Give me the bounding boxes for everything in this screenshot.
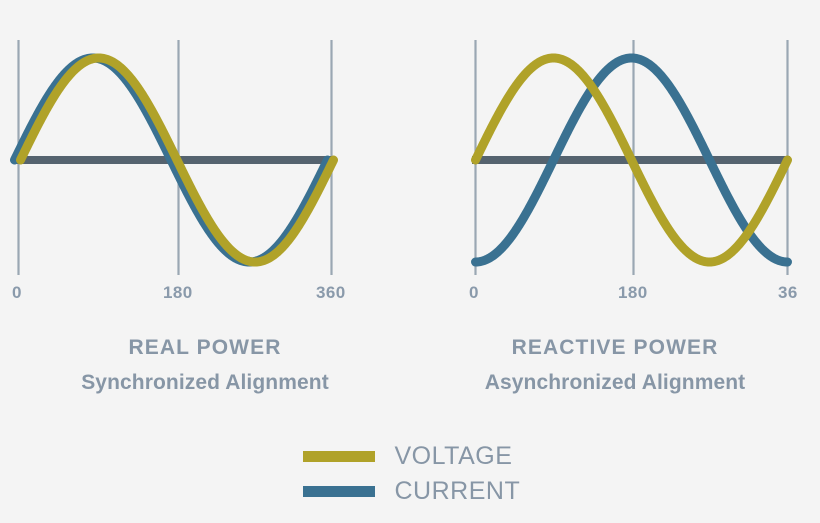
chart-title-real-power: REAL POWER xyxy=(128,336,282,359)
x-tick-label-180: 180 xyxy=(163,283,193,302)
series-voltage-line xyxy=(471,53,792,267)
chart-reactive-power: 0 180 36 xyxy=(410,0,820,320)
legend-item-voltage: VOLTAGE xyxy=(302,442,518,470)
series-voltage-line xyxy=(16,53,338,267)
x-tick-label-0: 0 xyxy=(12,283,22,302)
x-tick-label-0: 0 xyxy=(469,283,479,302)
reactive-power-plot xyxy=(471,40,792,275)
legend-swatch-voltage-icon xyxy=(302,451,375,462)
x-tick-label-360: 360 xyxy=(316,283,346,302)
series-current-line xyxy=(471,53,792,267)
chart-subtitle-reactive-power: Asynchronized Alignment xyxy=(484,371,746,395)
real-power-plot xyxy=(10,40,338,275)
legend: VOLTAGE CURRENT xyxy=(0,444,820,504)
legend-item-current: CURRENT xyxy=(302,477,521,505)
chart-real-power: 0 180 360 xyxy=(0,0,410,320)
legend-label-voltage: VOLTAGE xyxy=(394,442,513,470)
caption-real-power: REAL POWER Synchronized Alignment xyxy=(0,336,410,394)
chart-subtitle-real-power: Synchronized Alignment xyxy=(81,371,329,395)
caption-reactive-power: REACTIVE POWER Asynchronized Alignment xyxy=(410,336,820,394)
x-tick-label-360: 36 xyxy=(778,283,798,302)
legend-swatch-current-icon xyxy=(302,486,375,497)
chart-title-reactive-power: REACTIVE POWER xyxy=(511,336,719,359)
legend-label-current: CURRENT xyxy=(394,477,521,505)
x-tick-label-180: 180 xyxy=(618,283,648,302)
